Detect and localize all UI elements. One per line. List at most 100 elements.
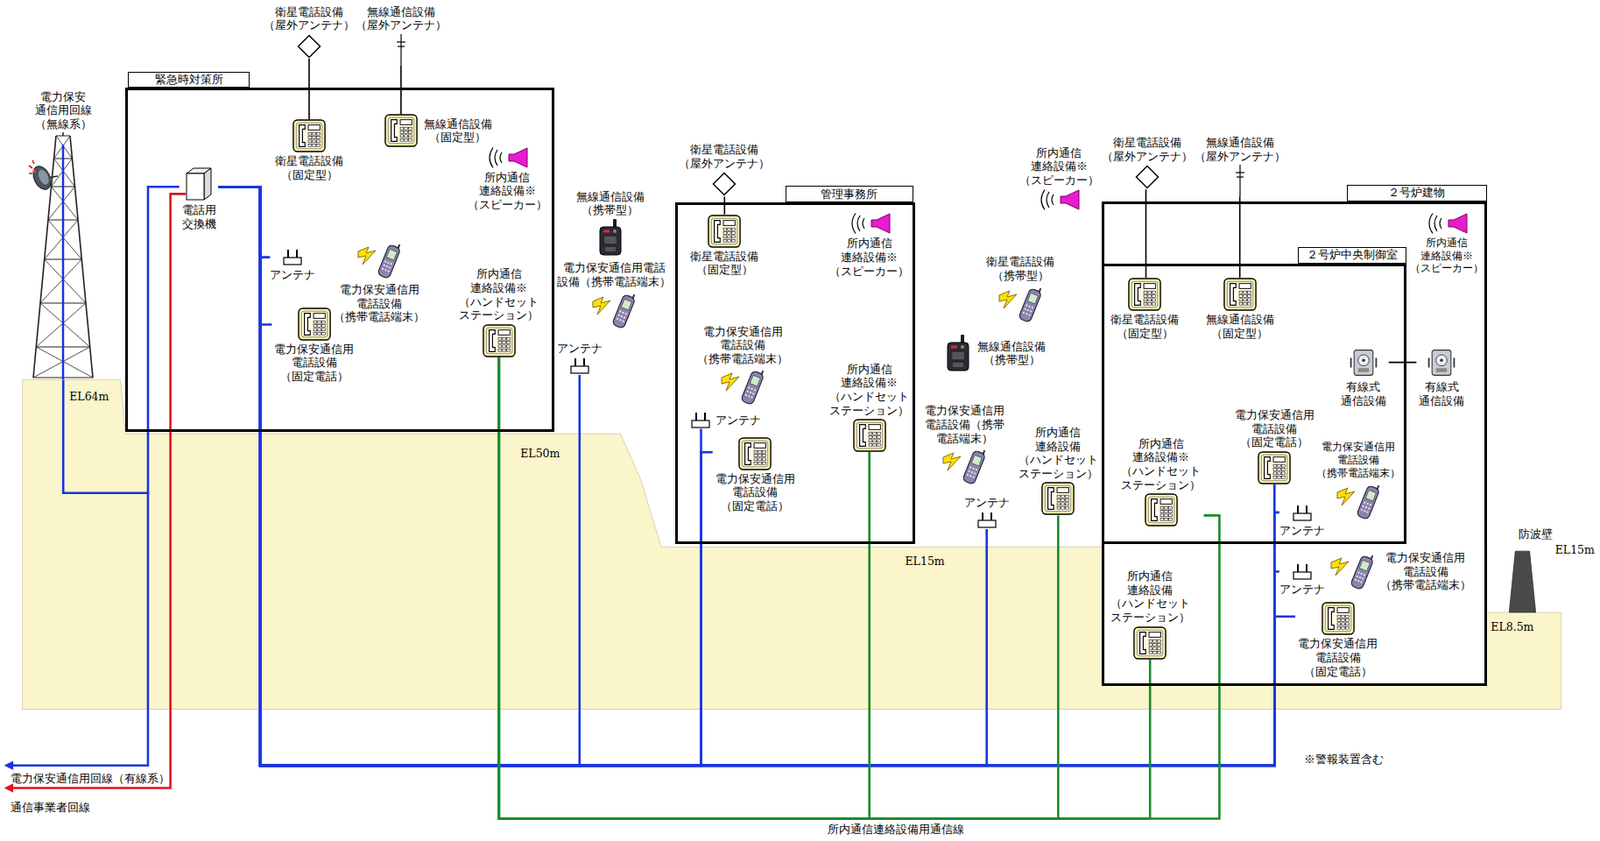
mobile-phone-icon	[357, 240, 402, 282]
fixed-phone-icon-part	[1169, 514, 1173, 517]
equipment-item: 無線通信設備 （屋外アンテナ）	[1191, 135, 1289, 197]
mobile-phone-icon	[942, 446, 987, 487]
fixed-phone-icon-part	[1143, 302, 1148, 305]
mobile-phone-icon-part	[358, 246, 376, 265]
equipment-label: アンテナ	[1279, 523, 1326, 538]
equipment-label: 衛星電話設備 （屋外アンテナ）	[260, 5, 358, 33]
icon-holder	[942, 446, 987, 487]
icon-holder	[1425, 346, 1458, 379]
speaker-icon-part	[862, 218, 865, 229]
handheld-radio-icon-part	[952, 352, 964, 354]
fixed-phone-icon-part	[1057, 507, 1061, 510]
mobile-phone-icon-part	[625, 311, 628, 315]
mobile-phone-icon-part	[1366, 510, 1369, 514]
fixed-phone-icon-part	[313, 331, 318, 335]
wired-device-icon-part	[1436, 367, 1448, 373]
carrier-line	[12, 193, 186, 788]
mobile-phone-icon-part	[1360, 571, 1363, 575]
fixed-phone-icon-part	[1345, 619, 1349, 622]
fixed-phone-icon-part	[868, 424, 881, 430]
equipment-item: 電力保安通信用 電話設備 （固定電話）	[1295, 601, 1381, 678]
fixed-phone-icon-part	[502, 340, 507, 344]
speaker-icon	[484, 146, 530, 170]
mobile-phone-icon-part	[745, 394, 748, 397]
fixed-phone-icon-part	[868, 443, 873, 446]
building-outline: ２号炉建物２号炉中央制御室衛星電話設備 （固定型）無線通信設備 （固定型）有線式…	[1101, 201, 1487, 686]
fixed-phone-icon-part	[1065, 502, 1070, 506]
icon-holder	[1036, 188, 1082, 212]
fixed-phone-icon-part	[1273, 467, 1277, 471]
handheld-radio-icon-part	[951, 345, 958, 349]
equipment-label: 電力保安 通信用回線 （無線系）	[32, 90, 95, 132]
signal-wire	[218, 186, 713, 766]
mobile-phone-icon-part	[620, 314, 624, 318]
equipment-label: 所内通信 連絡設備 （ハンドセット ステーション）	[1015, 425, 1101, 481]
fixed-phone-icon-part	[404, 131, 409, 134]
equipment-item: 所内通信 連絡設備 （ハンドセット ステーション）	[1107, 569, 1193, 660]
fixed-phone-icon-part	[1148, 496, 1174, 522]
fixed-phone-icon-part	[404, 134, 409, 138]
mobile-phone-icon-part	[1360, 508, 1363, 512]
icon-holder	[28, 132, 99, 380]
fixed-phone-icon-part	[1048, 487, 1055, 510]
radio-tower-icon-part	[51, 186, 79, 220]
speaker-icon-part	[508, 148, 528, 168]
fixed-phone-icon-part	[758, 461, 762, 465]
signal-wire	[499, 357, 870, 819]
equipment-item: 無線通信設備 （携帯型）	[573, 190, 648, 256]
mobile-phone-icon-part	[1025, 303, 1029, 307]
mobile-phone-icon-part	[622, 310, 626, 314]
building-title-tab: ２号炉中央制御室	[1297, 246, 1407, 264]
mobile-phone-icon	[998, 284, 1043, 325]
fixed-phone-icon-part	[1340, 622, 1345, 626]
mobile-phone-icon-part	[1353, 577, 1357, 581]
arrow-head	[4, 761, 14, 770]
equipment-item: 電力保安通信用 電話設備 （携帯電話端末）	[694, 324, 791, 409]
wired-device-icon-part	[1440, 359, 1445, 363]
mobile-phone-icon-part	[975, 468, 979, 472]
fixed-phone-icon-part	[1273, 472, 1277, 475]
mobile-phone-icon-part	[386, 265, 389, 268]
fixed-phone-icon-part	[762, 458, 767, 461]
radio-mast-icon-part	[396, 41, 406, 43]
signal-wire	[218, 186, 273, 325]
fixed-phone-icon-part	[313, 312, 325, 318]
fixed-phone-icon-part	[1337, 619, 1341, 622]
fixed-phone-icon-part	[296, 123, 322, 149]
icon-holder	[357, 240, 402, 282]
icon-holder	[184, 166, 213, 202]
fixed-phone-icon-part	[317, 144, 321, 148]
mobile-phone-icon-part	[969, 465, 973, 469]
fixed-phone-icon-part	[312, 136, 317, 140]
fixed-phone-icon-part	[1152, 294, 1156, 297]
radio-tower-icon-part	[70, 135, 93, 378]
equipment-item: 電力保安通信用 電話設備 （固定電話）	[271, 307, 357, 384]
fixed-phone-icon-part	[1247, 298, 1251, 302]
fixed-phone-icon-part	[1337, 615, 1341, 619]
speaker-icon-part	[1041, 190, 1045, 211]
fixed-phone-icon-part	[1128, 278, 1161, 311]
radio-tower-icon-part	[32, 169, 36, 174]
line-label: 所内通信連絡設備用通信線	[827, 822, 965, 837]
speaker-icon-part	[852, 213, 856, 234]
fixed-phone-icon-part	[856, 422, 882, 448]
equipment-label: 所内通信 連絡設備※ （ハンドセット ステーション）	[1118, 437, 1204, 493]
fixed-phone-icon-part	[313, 328, 318, 332]
fixed-phone-icon-part	[723, 239, 727, 242]
equipment-item: 電力保安通信用 電話設備 （固定電話）	[1232, 408, 1318, 485]
equipment-item: 所内通信 連絡設備※ （ハンドセット ステーション）	[1118, 437, 1204, 528]
icon-holder	[689, 411, 712, 430]
wired-device-icon	[1425, 346, 1458, 379]
mobile-phone-icon-part	[1023, 307, 1027, 311]
access-antenna-icon-part	[570, 366, 589, 374]
fixed-phone-icon-part	[317, 136, 321, 140]
fixed-phone-icon	[738, 437, 772, 471]
fixed-phone-icon-part	[1325, 606, 1351, 632]
handheld-radio-icon-part	[605, 239, 616, 241]
building-fill	[675, 202, 916, 544]
mobile-phone-icon-part	[740, 370, 765, 406]
mobile-phone-icon-part	[943, 452, 961, 471]
mobile-phone-icon	[592, 290, 636, 332]
equipment-label: 所内通信 連絡設備※ （スピーカー）	[1407, 236, 1487, 275]
icon-holder	[568, 357, 592, 375]
